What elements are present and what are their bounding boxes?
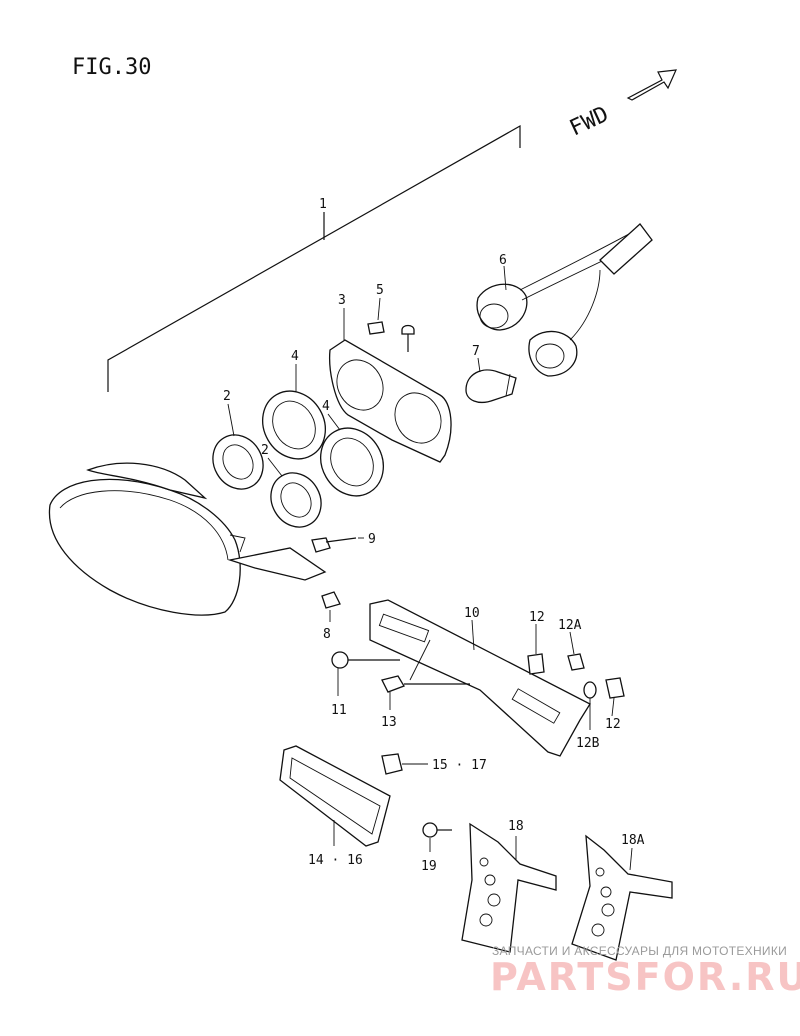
callout-12-right: 12: [605, 717, 621, 732]
callout-19: 19: [421, 859, 437, 874]
figure-title: FIG.30: [72, 55, 151, 80]
clip-icon: [321, 591, 341, 609]
headlight-housing: [48, 462, 327, 616]
callout-2-lower: 2: [261, 443, 269, 458]
callout-3: 3: [338, 293, 346, 308]
assembly-bracket: [107, 124, 521, 392]
callout-13: 13: [381, 715, 397, 730]
callout-10: 10: [464, 606, 480, 621]
watermark-brand: PARTSFOR.RU: [490, 955, 800, 999]
bulb-socket-wiring: [476, 223, 653, 377]
forward-arrow-icon: [626, 69, 677, 101]
callout-12A: 12A: [558, 618, 582, 633]
callout-8: 8: [323, 627, 331, 642]
callout-6: 6: [499, 253, 507, 268]
screw-icon: [367, 321, 415, 352]
callout-7: 7: [472, 344, 480, 359]
bulb-icon: [465, 369, 517, 404]
lamp-mount-plate: [329, 339, 452, 463]
callout-12B: 12B: [576, 736, 600, 751]
callout-1: 1: [319, 197, 327, 212]
callout-15-17: 15 · 17: [432, 758, 487, 773]
bulb-retainer-ring-upper: [212, 434, 264, 490]
callout-14-16: 14 · 16: [308, 853, 363, 868]
callout-18A: 18A: [621, 833, 645, 848]
callout-18: 18: [508, 819, 524, 834]
callout-5: 5: [376, 283, 384, 298]
fastener-icons: [331, 651, 625, 699]
bolt-icon: [311, 537, 357, 553]
bulb-retainer-ring-lower: [270, 472, 322, 528]
callout-12-upper: 12: [529, 610, 545, 625]
watermark: ЗАПЧАСТИ И АКСЕССУАРЫ ДЛЯ МОТОТЕХНИКИ PA…: [490, 944, 800, 999]
lamp-gasket-lower: [320, 427, 384, 497]
screw-icon: [422, 822, 452, 838]
callout-11: 11: [331, 703, 347, 718]
callout-4-upper: 4: [291, 349, 299, 364]
reflector: [279, 745, 391, 847]
callout-9: 9: [368, 532, 376, 547]
callout-4-lower: 4: [322, 399, 330, 414]
forward-direction-indicator: FWD: [566, 69, 677, 141]
side-bracket-18A: [571, 834, 673, 961]
lamp-gasket-upper: [262, 390, 326, 460]
watermark-caption: ЗАПЧАСТИ И АКСЕССУАРЫ ДЛЯ МОТОТЕХНИКИ: [492, 944, 787, 958]
fwd-label: FWD: [566, 102, 613, 141]
leader-lines: [227, 265, 633, 871]
nut-icon: [381, 753, 403, 775]
callout-2-upper: 2: [223, 389, 231, 404]
license-plate-bracket: [369, 599, 591, 757]
callout-labels: 1 2 2 3 4 4 5 6 7 8 9 10 11 12 12 12A 12…: [223, 197, 645, 874]
side-bracket-18: [461, 822, 557, 953]
